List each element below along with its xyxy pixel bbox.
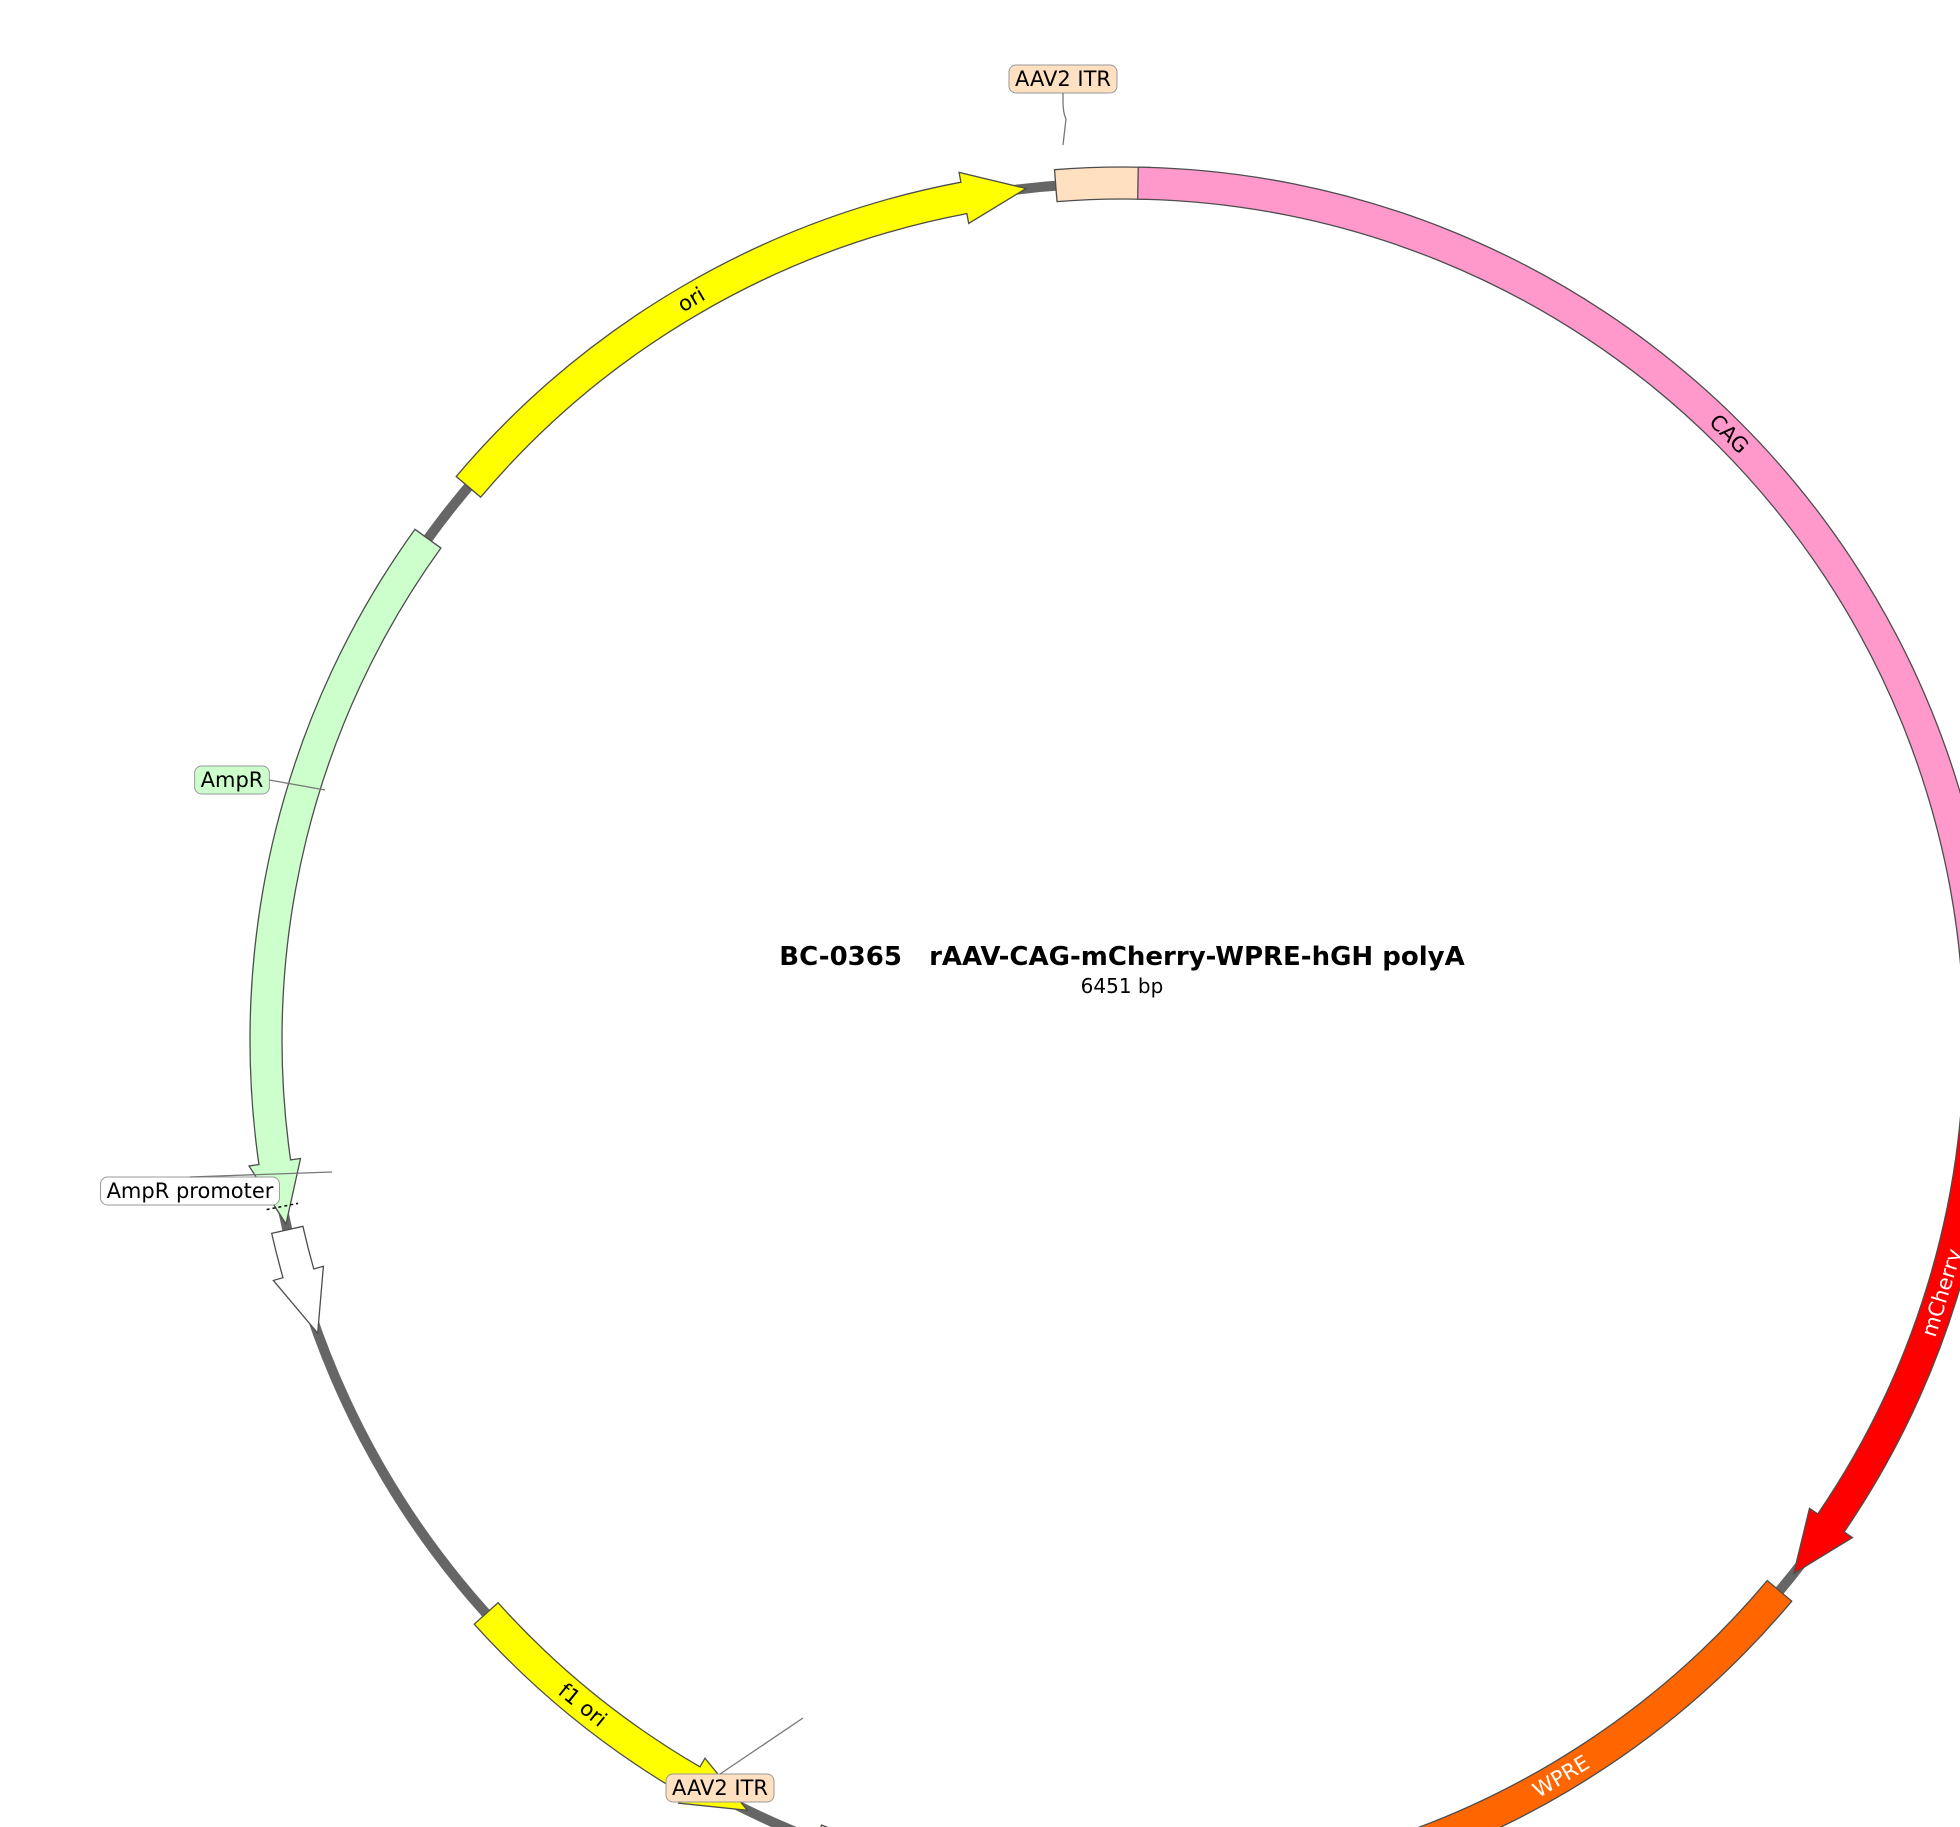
callout-leader-ampr-promoter bbox=[189, 1171, 333, 1178]
feature-cag[interactable] bbox=[1137, 166, 1960, 1025]
callout-ampr: AmpR bbox=[194, 765, 326, 795]
plasmid-name: BC-0365 rAAV-CAG-mCherry-WPRE-hGH polyA bbox=[779, 942, 1464, 972]
feature-mcherry[interactable] bbox=[1792, 1040, 1960, 1575]
callout-label-ampr-promoter: AmpR promoter bbox=[107, 1179, 274, 1203]
callout-aav2-itr-bottom: AAV2 ITR bbox=[665, 1717, 804, 1803]
plasmid-size: 6451 bp bbox=[1081, 974, 1164, 998]
feature-wpre[interactable] bbox=[1291, 1579, 1793, 1827]
ampr-segment-divider bbox=[266, 1202, 299, 1211]
callout-label-ampr: AmpR bbox=[201, 768, 264, 792]
feature-ampr[interactable] bbox=[247, 528, 442, 1226]
callout-leader-ampr bbox=[269, 779, 326, 791]
feature-aav2-itr-top[interactable] bbox=[1053, 166, 1152, 203]
callout-leader-aav2-itr-bottom bbox=[719, 1717, 804, 1775]
callout-ampr-promoter: AmpR promoter bbox=[100, 1171, 333, 1206]
feature-ampr-promoter[interactable] bbox=[270, 1225, 325, 1335]
callout-leader-aav2-itr-top bbox=[1062, 93, 1067, 146]
callout-aav2-itr-top: AAV2 ITR bbox=[1008, 64, 1118, 146]
feature-label-mcherry: mCherry bbox=[1917, 1246, 1960, 1340]
feature-f1-ori[interactable] bbox=[473, 1601, 749, 1812]
feature-track bbox=[247, 166, 1960, 1827]
feature-ori[interactable] bbox=[455, 171, 1028, 499]
callout-label-aav2-itr-bottom: AAV2 ITR bbox=[672, 1776, 768, 1800]
callout-label-aav2-itr-top: AAV2 ITR bbox=[1015, 67, 1111, 91]
